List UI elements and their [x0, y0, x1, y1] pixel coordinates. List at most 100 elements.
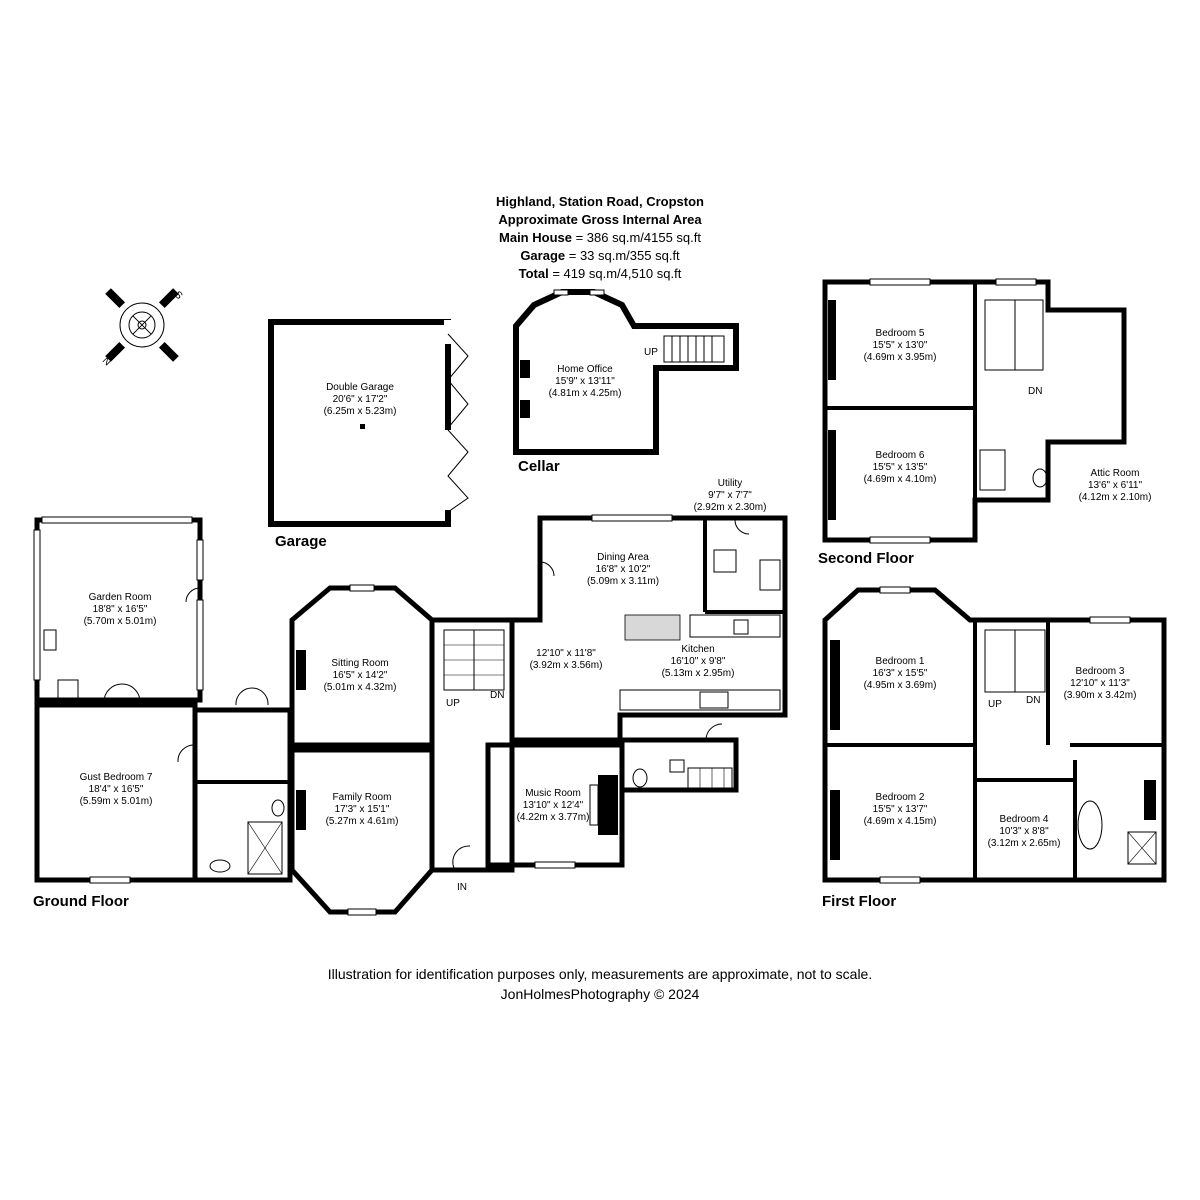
ground-dn-tag: DN: [490, 690, 504, 701]
garage-floor-label: Garage: [275, 533, 327, 550]
ground-up-tag: UP: [446, 698, 460, 709]
room-label-line: (4.69m x 4.15m): [864, 816, 937, 827]
room-label-line: Sitting Room: [331, 658, 388, 669]
room-label-line: Kitchen: [681, 644, 714, 655]
room-label-line: (5.09m x 3.11m): [587, 576, 659, 587]
room-label-line: (4.12m x 2.10m): [1079, 492, 1152, 503]
cellar-plan: UP: [513, 289, 739, 455]
second-floor-label: Second Floor: [818, 550, 914, 567]
room-label-line: Family Room: [333, 792, 392, 803]
second-floor-plan: DN: [822, 278, 1127, 544]
room-label-hall-area: 12'10" x 11'8"(3.92m x 3.56m): [530, 648, 603, 671]
property-address: Highland, Station Road, Cropston: [496, 194, 704, 209]
room-label-line: 18'4" x 16'5": [89, 784, 144, 795]
room-label-line: 12'10" x 11'8": [536, 648, 596, 659]
room-label-line: Garden Room: [89, 592, 152, 603]
room-label-line: 18'8" x 16'5": [93, 604, 148, 615]
compass-north: N: [100, 355, 113, 368]
room-label-line: Attic Room: [1091, 468, 1140, 479]
cellar-floor-label: Cellar: [518, 458, 560, 475]
property-header: Highland, Station Road, Cropston Approxi…: [400, 193, 800, 283]
room-label-line: Bedroom 1: [876, 656, 925, 667]
room-label-line: 20'6" x 17'2": [333, 394, 388, 405]
first-floor-label: First Floor: [822, 893, 897, 910]
compass-icon: S N: [100, 288, 185, 368]
area-heading: Approximate Gross Internal Area: [498, 212, 702, 227]
room-label-line: Bedroom 6: [876, 450, 925, 461]
garage-plan: [268, 319, 469, 527]
garage-area: Garage = 33 sq.m/355 sq.ft: [520, 248, 680, 263]
room-label-line: (5.13m x 2.95m): [662, 668, 735, 679]
credit-text: JonHolmesPhotography © 2024: [500, 986, 700, 1002]
first-floor-plan: UP DN: [822, 586, 1167, 884]
room-label-line: 16'5" x 14'2": [333, 670, 388, 681]
room-label-line: (5.01m x 4.32m): [324, 682, 397, 693]
room-label-line: (4.95m x 3.69m): [864, 680, 937, 691]
room-label-line: 15'5" x 13'7": [873, 804, 928, 815]
room-label-line: (4.69m x 4.10m): [864, 474, 937, 485]
room-label-line: Gust Bedroom 7: [80, 772, 153, 783]
room-label-line: Bedroom 3: [1076, 666, 1125, 677]
room-label-line: (5.70m x 5.01m): [84, 616, 157, 627]
room-label-line: 9'7" x 7'7": [708, 490, 752, 501]
room-label-line: 15'9" x 13'11": [555, 376, 615, 387]
total-area: Total = 419 sq.m/4,510 sq.ft: [518, 266, 682, 281]
room-label-line: 12'10" x 11'3": [1070, 678, 1130, 689]
room-label-line: Double Garage: [326, 382, 394, 393]
room-label-line: (4.81m x 4.25m): [549, 388, 622, 399]
room-label-line: Bedroom 5: [876, 328, 925, 339]
main-house-area: Main House = 386 sq.m/4155 sq.ft: [499, 230, 701, 245]
cellar-up-tag: UP: [644, 347, 658, 358]
room-label-line: (2.92m x 2.30m): [694, 502, 767, 513]
room-label-line: (4.22m x 3.77m): [517, 812, 590, 823]
footer: Illustration for identification purposes…: [200, 964, 1000, 1004]
room-label-line: (3.92m x 3.56m): [530, 660, 603, 671]
room-label-line: Home Office: [557, 364, 613, 375]
entrance-tag: IN: [457, 882, 467, 893]
first-up-tag: UP: [988, 699, 1002, 710]
ground-floor-plan: UP DN IN: [33, 514, 788, 916]
room-label-line: Utility: [718, 478, 742, 489]
room-label-line: 13'10" x 12'4": [523, 800, 584, 811]
room-label-line: 16'8" x 10'2": [596, 564, 651, 575]
room-label-line: Dining Area: [597, 552, 649, 563]
ground-floor-label: Ground Floor: [33, 893, 129, 910]
first-dn-tag: DN: [1026, 695, 1040, 706]
room-label-line: 17'3" x 15'1": [335, 804, 390, 815]
disclaimer-text: Illustration for identification purposes…: [327, 966, 873, 982]
room-label-line: 13'6" x 6'11": [1088, 480, 1143, 491]
room-label-line: 10'3" x 8'8": [999, 826, 1049, 837]
room-label-line: Music Room: [525, 788, 581, 799]
second-dn-tag: DN: [1028, 386, 1042, 397]
room-label-line: (5.27m x 4.61m): [326, 816, 399, 827]
room-label-line: (3.12m x 2.65m): [988, 838, 1061, 849]
room-label-line: Bedroom 4: [1000, 814, 1049, 825]
room-label-line: 15'5" x 13'0": [873, 340, 928, 351]
room-label-line: 16'3" x 15'5": [873, 668, 928, 679]
room-label-line: 16'10" x 9'8": [671, 656, 726, 667]
room-label-line: 15'5" x 13'5": [873, 462, 928, 473]
room-label-line: Bedroom 2: [876, 792, 925, 803]
room-label-line: (4.69m x 3.95m): [864, 352, 937, 363]
room-label-line: (5.59m x 5.01m): [80, 796, 153, 807]
room-label-line: (3.90m x 3.42m): [1064, 690, 1137, 701]
